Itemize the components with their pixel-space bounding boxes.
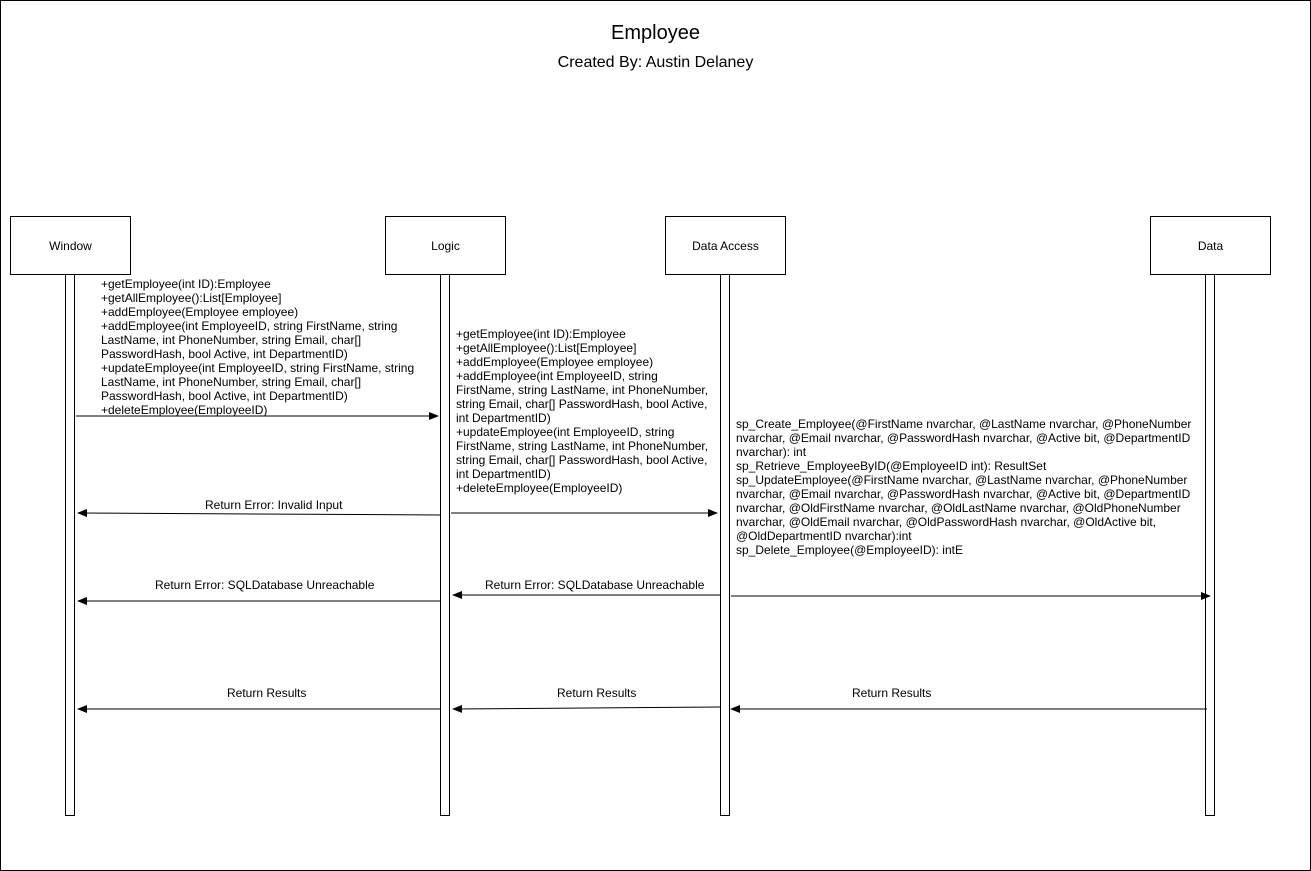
note-line: LastName, int PhoneNumber, string Email,… — [101, 333, 362, 347]
actor-logic: Logic — [385, 216, 506, 275]
note-line: sp_Retrieve_EmployeeByID(@EmployeeID int… — [736, 459, 1047, 473]
note-dataaccess-to-data: sp_Create_Employee(@FirstName nvarchar, … — [736, 417, 1191, 557]
note-line: PasswordHash, bool Active, int Departmen… — [101, 389, 348, 403]
note-line: nvarchar, @OldEmail nvarchar, @OldPasswo… — [736, 515, 1157, 529]
note-line: FirstName, string LastName, int PhoneNum… — [456, 383, 709, 397]
arrow-invalid-input — [77, 509, 441, 518]
note-line: LastName, int PhoneNumber, string Email,… — [101, 375, 362, 389]
diagram-subtitle: Created By: Austin Delaney — [557, 54, 754, 71]
note-line: PasswordHash, bool Active, int Departmen… — [101, 347, 348, 361]
note-window-to-logic: +getEmployee(int ID):Employee+getAllEmpl… — [101, 277, 414, 417]
note-line: +getEmployee(int ID):Employee — [456, 327, 626, 341]
note-line: nvarchar, @OldFirstName nvarchar, @OldLa… — [736, 501, 1181, 515]
note-line: +addEmployee(int EmployeeID, string Firs… — [101, 319, 398, 333]
note-line: @OldDepartmentID nvarchar):int — [736, 529, 912, 543]
note-line: +addEmployee(Employee employee) — [456, 355, 654, 369]
note-line: +deleteEmployee(EmployeeID) — [456, 481, 623, 495]
label-results-window: Return Results — [227, 686, 307, 700]
note-line: +updateEmployee(int EmployeeID, string F… — [101, 361, 415, 375]
note-line: +getAllEmployee():List[Employee] — [456, 341, 637, 355]
note-line: sp_UpdateEmployee(@FirstName nvarchar, @… — [736, 473, 1188, 487]
note-line: string Email, char[] PasswordHash, bool … — [456, 397, 708, 411]
label-results-dataaccess: Return Results — [852, 686, 932, 700]
note-line: +getAllEmployee():List[Employee] — [101, 291, 282, 305]
note-line: nvarchar, @Email nvarchar, @PasswordHash… — [736, 431, 1191, 445]
lifeline-data — [1205, 275, 1215, 816]
note-line: int DepartmentID) — [456, 411, 551, 425]
actor-data-access: Data Access — [665, 216, 786, 275]
lifeline-logic — [440, 275, 450, 816]
actor-window: Window — [10, 216, 131, 275]
label-invalid-input: Return Error: Invalid Input — [205, 498, 343, 512]
diagram-title: Employee — [611, 22, 700, 44]
note-line: +getEmployee(int ID):Employee — [101, 277, 271, 291]
lifeline-window — [65, 275, 75, 816]
note-line: nvarchar): int — [736, 445, 807, 459]
note-line: +updateEmployee(int EmployeeID, string — [456, 425, 675, 439]
note-line: nvarchar, @Email nvarchar, @PasswordHash… — [736, 487, 1191, 501]
note-line: FirstName, string LastName, int PhoneNum… — [456, 439, 709, 453]
actor-data: Data — [1150, 216, 1271, 275]
note-line: +deleteEmployee(EmployeeID) — [101, 403, 268, 417]
note-line: +addEmployee(int EmployeeID, string — [456, 369, 658, 383]
label-sql-unreachable-logic: Return Error: SQLDatabase Unreachable — [485, 578, 705, 592]
note-line: int DepartmentID) — [456, 467, 551, 481]
note-logic-to-dataaccess: +getEmployee(int ID):Employee+getAllEmpl… — [456, 327, 708, 495]
lifeline-data-access — [720, 275, 730, 816]
note-line: +addEmployee(Employee employee) — [101, 305, 299, 319]
note-line: sp_Delete_Employee(@EmployeeID): intE — [736, 543, 963, 557]
note-line: sp_Create_Employee(@FirstName nvarchar, … — [736, 417, 1192, 431]
label-results-logic: Return Results — [557, 686, 637, 700]
label-sql-unreachable-window: Return Error: SQLDatabase Unreachable — [155, 578, 375, 592]
arrow-results-to-logic — [452, 704, 721, 713]
note-line: string Email, char[] PasswordHash, bool … — [456, 453, 708, 467]
